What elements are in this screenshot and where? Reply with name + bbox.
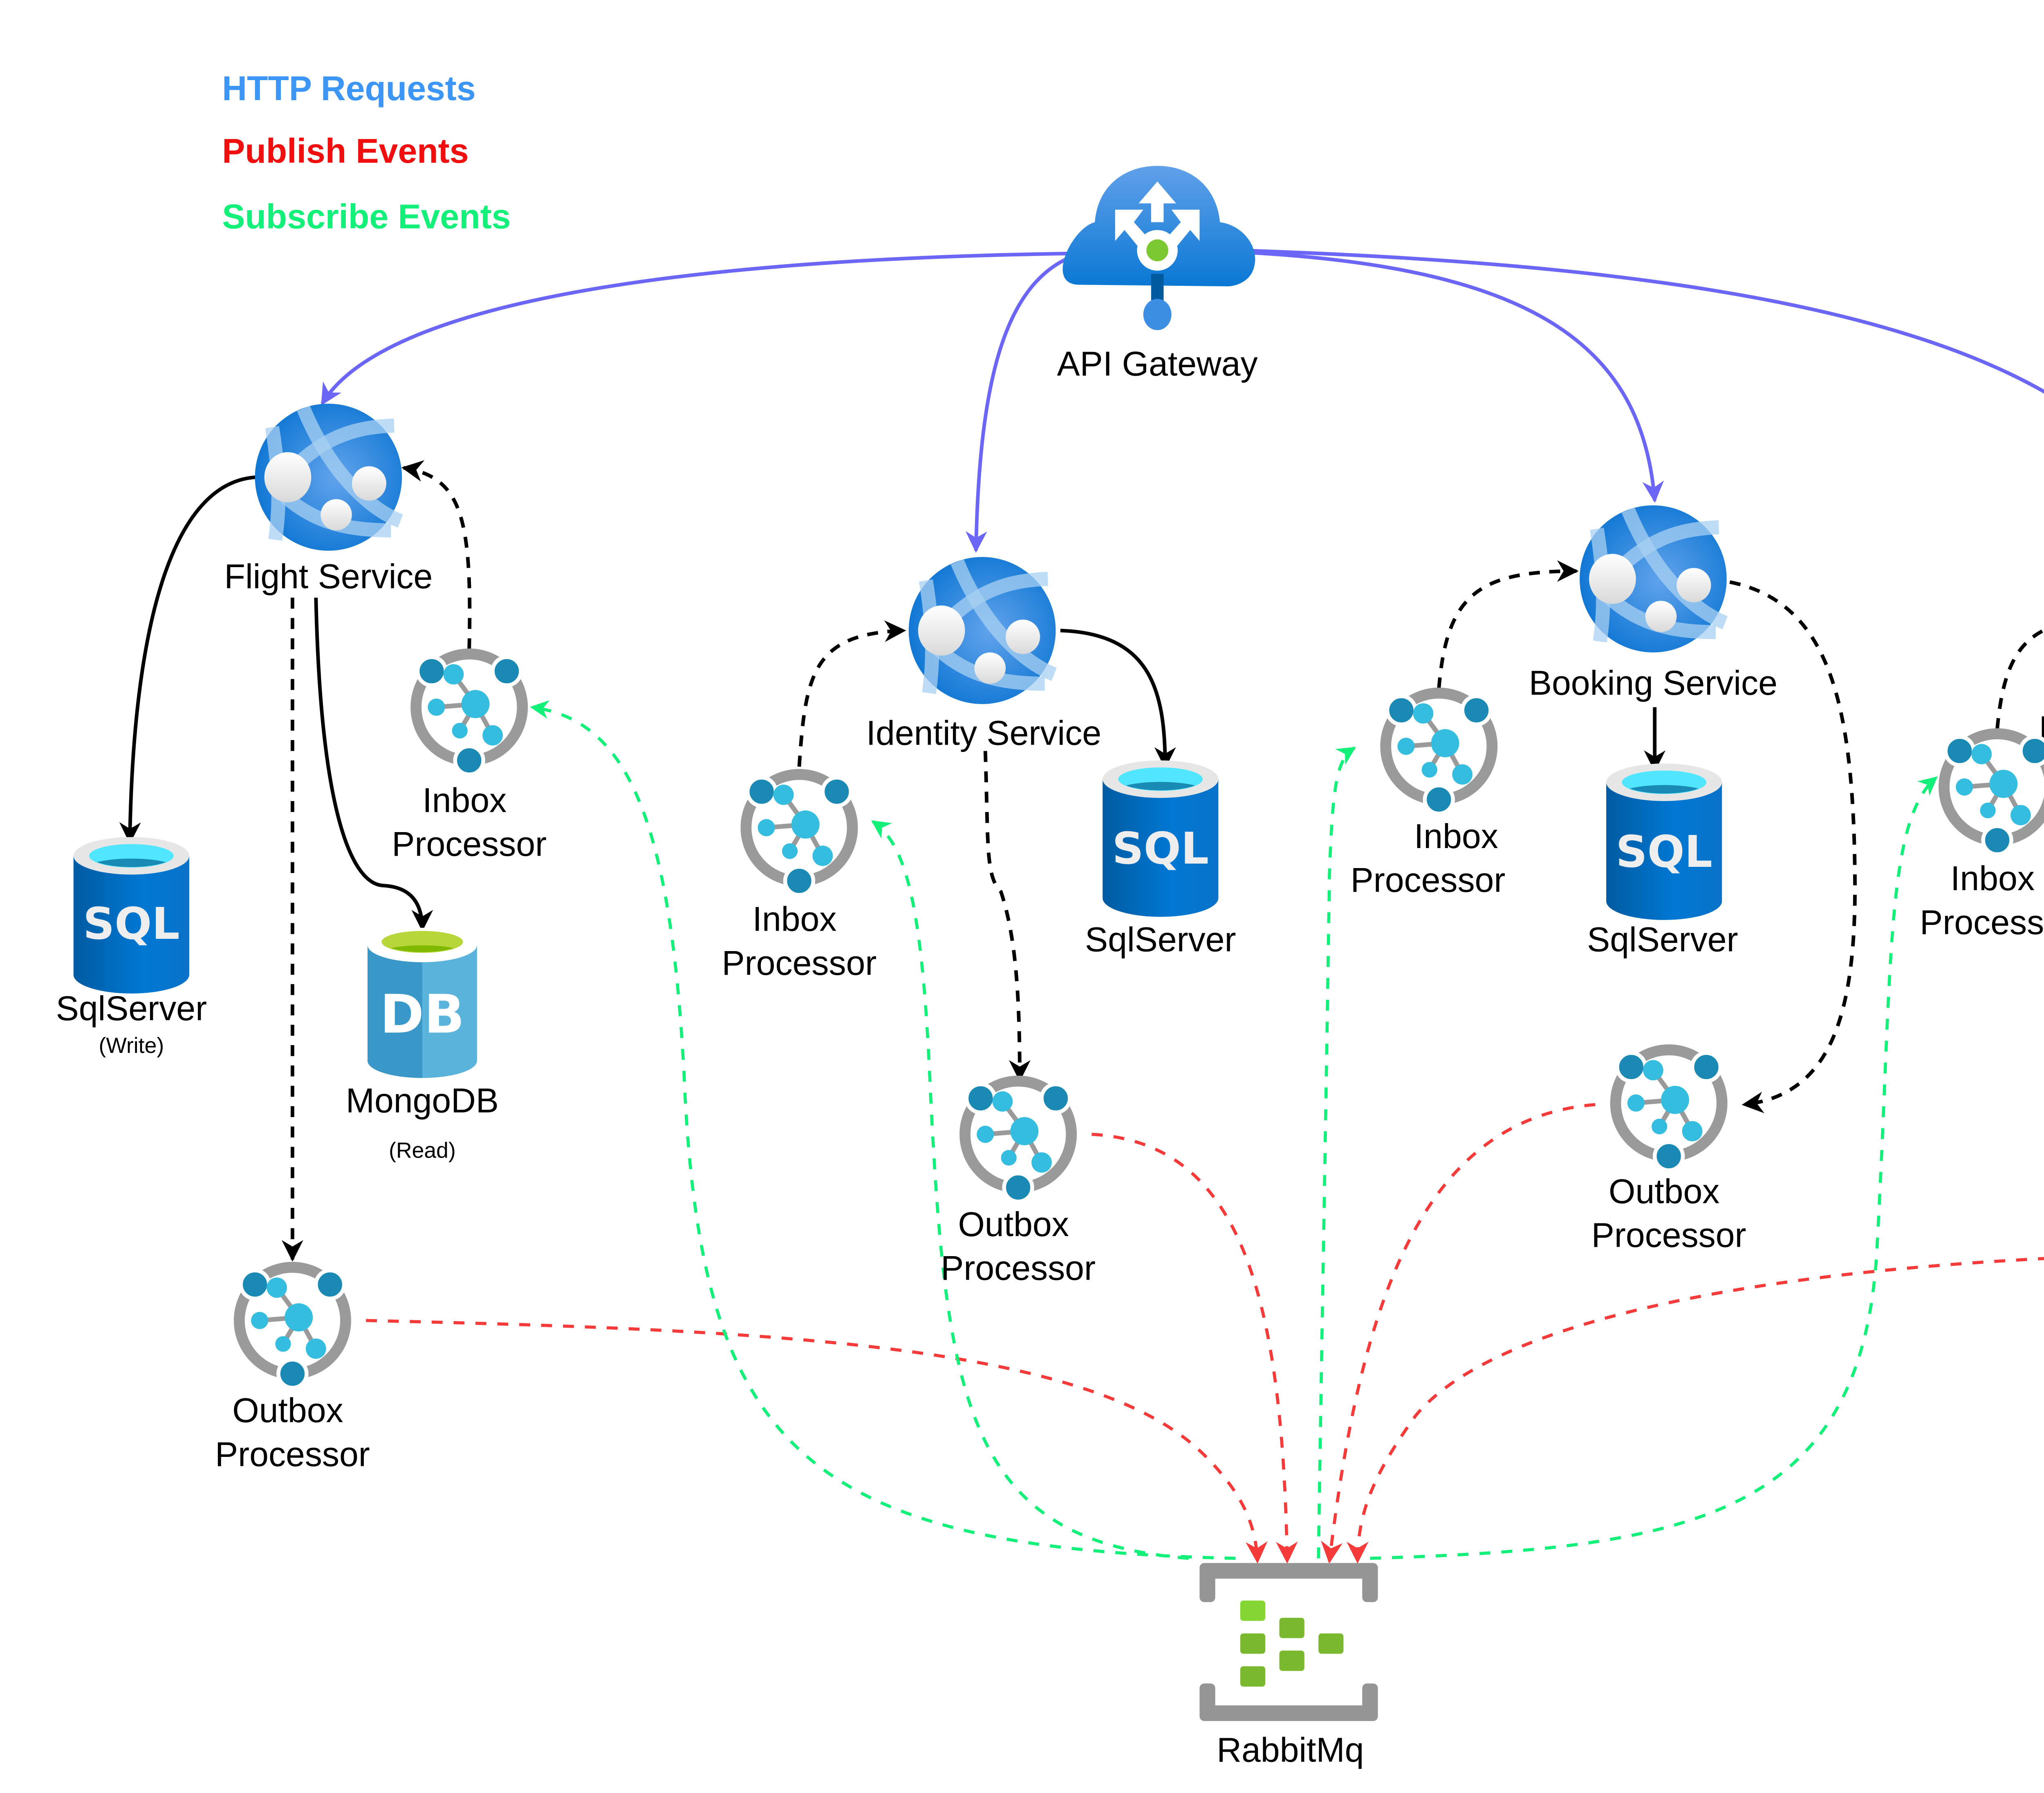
booking-outbox-processor-node[interactable]: Outbox Processor bbox=[1591, 1050, 1746, 1254]
api-gateway-cloud-icon bbox=[1062, 166, 1255, 330]
flight-service-node[interactable]: Flight Service bbox=[224, 404, 433, 596]
app-service-globe-icon bbox=[909, 557, 1056, 704]
svg-text:SQL: SQL bbox=[1616, 827, 1712, 877]
sql-database-icon: SQL bbox=[1103, 760, 1219, 917]
identity-service-label: Identity Service bbox=[866, 714, 1101, 752]
booking-sqlserver-label: SqlServer bbox=[1587, 920, 1738, 958]
edge-flight-to-sqlserver bbox=[119, 475, 257, 844]
internal-edges bbox=[119, 460, 2044, 1262]
sql-database-icon: SQL bbox=[1606, 763, 1722, 920]
identity-sqlserver-node[interactable]: SQL SqlServer bbox=[1085, 760, 1236, 959]
svg-text:SQL: SQL bbox=[1112, 824, 1209, 874]
publish-edge-flight-outbox bbox=[366, 1319, 1268, 1564]
app-service-globe-icon bbox=[1580, 505, 1727, 653]
passenger-service-node[interactable]: Passenger Service bbox=[2039, 555, 2044, 747]
inbox-processor-icon bbox=[746, 774, 852, 895]
booking-inbox-label-line2: Processor bbox=[1351, 861, 1506, 899]
edge-identity-inbox-to-service bbox=[797, 620, 906, 767]
edge-flight-inbox-to-service bbox=[401, 460, 472, 650]
http-edge-booking bbox=[1235, 250, 1664, 503]
flight-mongodb-label: MongoDB bbox=[346, 1082, 499, 1120]
identity-service-node[interactable]: Identity Service bbox=[866, 557, 1101, 752]
edge-identity-to-outbox bbox=[983, 751, 1031, 1082]
flight-sqlserver-node[interactable]: SQL SqlServer (Write) bbox=[56, 837, 207, 1058]
inbox-processor-icon bbox=[1386, 693, 1492, 814]
http-edges bbox=[320, 248, 2044, 553]
booking-service-label: Booking Service bbox=[1529, 664, 1777, 702]
flight-outbox-label-line1: Outbox bbox=[232, 1391, 343, 1429]
identity-sqlserver-label: SqlServer bbox=[1085, 920, 1236, 958]
http-edge-flight bbox=[320, 251, 1073, 406]
legend-http-requests: HTTP Requests bbox=[222, 69, 475, 108]
flight-service-label: Flight Service bbox=[224, 557, 433, 596]
outbox-processor-icon bbox=[965, 1081, 1071, 1202]
identity-outbox-label-line1: Outbox bbox=[958, 1205, 1069, 1243]
flight-sqlserver-label: SqlServer bbox=[56, 989, 207, 1028]
flight-inbox-label-line1: Inbox bbox=[422, 781, 507, 819]
legend: HTTP Requests Publish Events Subscribe E… bbox=[222, 69, 511, 236]
flight-inbox-label-line2: Processor bbox=[392, 825, 547, 863]
flight-mongodb-sublabel: (Read) bbox=[389, 1138, 456, 1162]
subscribe-edge-flight-inbox bbox=[530, 700, 1236, 1560]
mongodb-database-icon: DB bbox=[368, 928, 477, 1078]
api-gateway-node[interactable]: API Gateway bbox=[1057, 166, 1258, 383]
edge-booking-inbox-to-service bbox=[1437, 560, 1579, 689]
booking-outbox-label-line1: Outbox bbox=[1609, 1172, 1719, 1210]
outbox-processor-icon bbox=[239, 1267, 345, 1388]
publish-edge-passenger-outbox bbox=[1347, 1257, 2044, 1564]
subscribe-edge-booking-inbox bbox=[1317, 746, 1356, 1559]
inbox-processor-icon bbox=[416, 654, 522, 774]
flight-inbox-processor-node[interactable]: Inbox Processor bbox=[392, 654, 547, 863]
edge-flight-to-mongodb bbox=[314, 597, 433, 932]
rabbitmq-label: RabbitMq bbox=[1217, 1730, 1364, 1769]
edge-passenger-inbox-to-service bbox=[1995, 628, 2044, 729]
legend-subscribe-events: Subscribe Events bbox=[222, 197, 511, 236]
identity-inbox-processor-node[interactable]: Inbox Processor bbox=[722, 774, 877, 982]
outbox-processor-icon bbox=[1616, 1050, 1722, 1170]
identity-inbox-label-line1: Inbox bbox=[753, 900, 837, 938]
http-edge-passenger bbox=[1238, 248, 2044, 394]
sql-database-icon: SQL bbox=[73, 837, 189, 994]
identity-outbox-processor-node[interactable]: Outbox Processor bbox=[941, 1081, 1096, 1287]
publish-edge-booking-outbox bbox=[1321, 1103, 1596, 1564]
subscribe-edge-passenger-inbox bbox=[1370, 776, 1938, 1560]
flight-outbox-label-line2: Processor bbox=[215, 1435, 370, 1473]
app-service-globe-icon bbox=[255, 404, 402, 551]
svg-text:DB: DB bbox=[380, 983, 464, 1045]
http-edge-identity bbox=[965, 253, 1077, 553]
booking-outbox-label-line2: Processor bbox=[1591, 1216, 1746, 1254]
identity-inbox-label-line2: Processor bbox=[722, 944, 877, 982]
edge-identity-to-sqlserver bbox=[1060, 628, 1176, 769]
message-queue-icon bbox=[1199, 1563, 1378, 1721]
api-gateway-label: API Gateway bbox=[1057, 344, 1258, 383]
svg-text:SQL: SQL bbox=[83, 899, 179, 949]
booking-inbox-label-line1: Inbox bbox=[1414, 817, 1498, 855]
flight-outbox-processor-node[interactable]: Outbox Processor bbox=[215, 1267, 370, 1473]
publish-edges bbox=[366, 1103, 2044, 1564]
edge-booking-to-outbox bbox=[1729, 580, 1857, 1113]
flight-sqlserver-sublabel: (Write) bbox=[99, 1034, 164, 1058]
passenger-inbox-processor-node[interactable]: Inbox Processor bbox=[1920, 734, 2044, 942]
passenger-inbox-label-line2: Processor bbox=[1920, 903, 2044, 941]
publish-edge-identity-outbox bbox=[1091, 1133, 1298, 1564]
identity-outbox-label-line2: Processor bbox=[941, 1249, 1096, 1287]
booking-inbox-processor-node[interactable]: Inbox Processor bbox=[1351, 693, 1506, 899]
legend-publish-events: Publish Events bbox=[222, 132, 468, 170]
subscribe-edges bbox=[530, 700, 1938, 1560]
flight-mongodb-node[interactable]: DB MongoDB (Read) bbox=[346, 928, 499, 1163]
inbox-processor-icon bbox=[1944, 734, 2044, 855]
rabbitmq-node[interactable]: RabbitMq bbox=[1199, 1563, 1378, 1769]
booking-sqlserver-node[interactable]: SQL SqlServer bbox=[1587, 763, 1738, 958]
passenger-inbox-label-line1: Inbox bbox=[1950, 859, 2035, 898]
booking-service-node[interactable]: Booking Service bbox=[1529, 505, 1777, 702]
